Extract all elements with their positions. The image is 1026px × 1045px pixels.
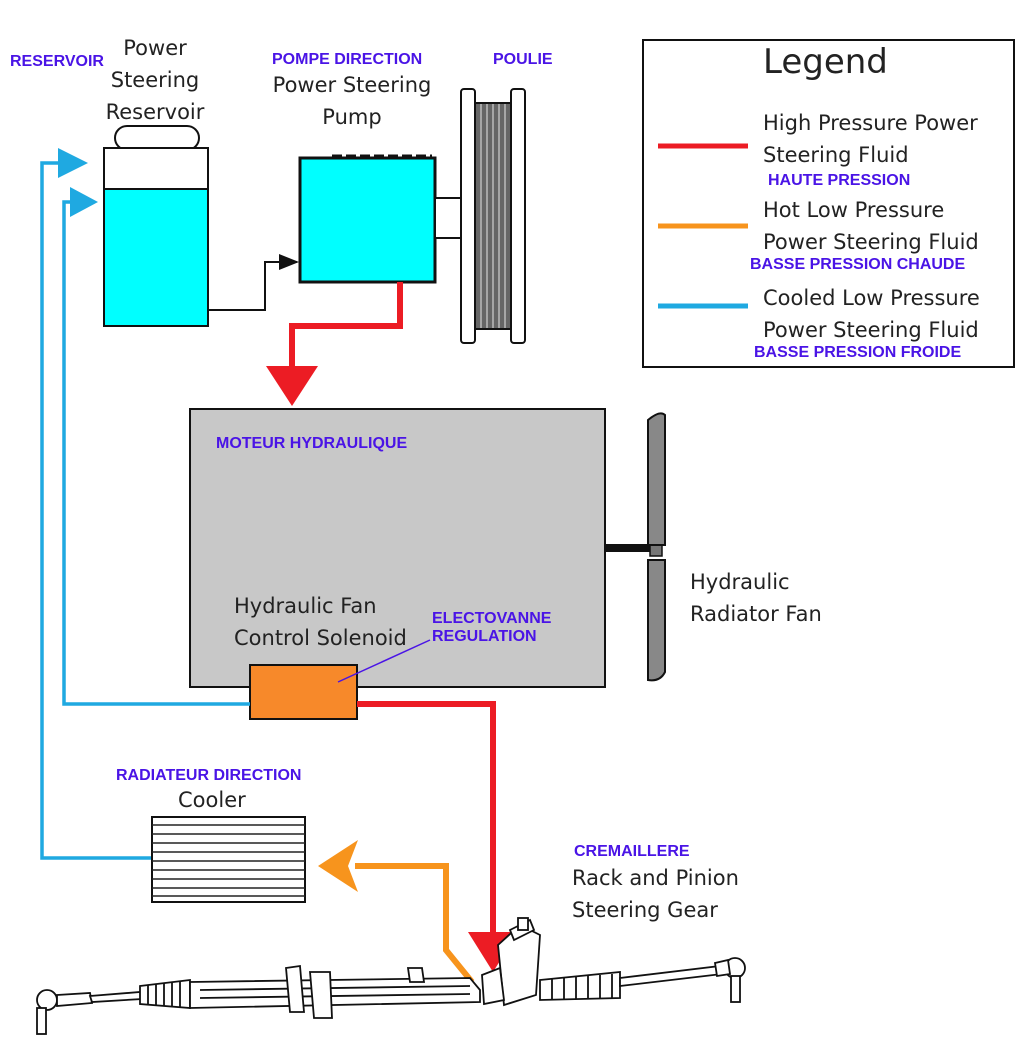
hot-low-pressure-line — [318, 840, 475, 984]
reservoir-label: Power Steering Reservoir — [105, 36, 205, 124]
solenoid-pointer-line — [337, 639, 431, 683]
cooler-label: Cooler — [178, 788, 246, 812]
hydraulic-radiator-fan — [605, 412, 666, 682]
cooler — [151, 816, 306, 903]
legend-title: Legend — [763, 42, 888, 82]
rack-and-pinion-steering-gear — [36, 917, 746, 1035]
legend-item-cooled-low-fr: BASSE PRESSION FROIDE — [754, 344, 962, 361]
reservoir-label-fr: RESERVOIR — [10, 53, 104, 70]
solenoid-label-fr: ELECTOVANNE REGULATION — [432, 610, 552, 645]
legend-item-high-fr: HAUTE PRESSION — [768, 172, 911, 189]
fan-control-solenoid — [249, 664, 358, 720]
solenoid-label: Hydraulic Fan Control Solenoid — [234, 594, 407, 650]
high-pressure-line-pump — [266, 282, 403, 406]
reservoir — [103, 125, 209, 327]
power-steering-pump — [298, 154, 463, 284]
pulley — [460, 88, 526, 344]
engine-label-fr: MOTEUR HYDRAULIQUE — [216, 435, 408, 452]
pump-label: Power Steering Pump — [272, 73, 432, 129]
cooled-low-pressure-lines — [40, 148, 250, 860]
reservoir-to-pump-line — [208, 254, 299, 311]
pump-label-fr: POMPE DIRECTION — [272, 51, 423, 68]
hydraulic-motor-block — [189, 408, 606, 688]
legend-item-hot-low-text: Hot Low Pressure Power Steering Fluid — [763, 198, 979, 254]
legend-box — [642, 39, 1015, 368]
legend-item-cooled-low-text: Cooled Low Pressure Power Steering Fluid — [763, 286, 980, 342]
legend-item-high-text: High Pressure Power Steering Fluid — [763, 111, 978, 167]
fan-label: Hydraulic Radiator Fan — [690, 570, 822, 626]
rack-label: Rack and Pinion Steering Gear — [572, 866, 739, 922]
cooler-label-fr: RADIATEUR DIRECTION — [116, 767, 302, 784]
rack-label-fr: CREMAILLERE — [574, 843, 690, 860]
high-pressure-line-rack — [357, 701, 518, 972]
pulley-label-fr: POULIE — [493, 51, 553, 68]
legend-item-hot-low-fr: BASSE PRESSION CHAUDE — [750, 256, 966, 273]
